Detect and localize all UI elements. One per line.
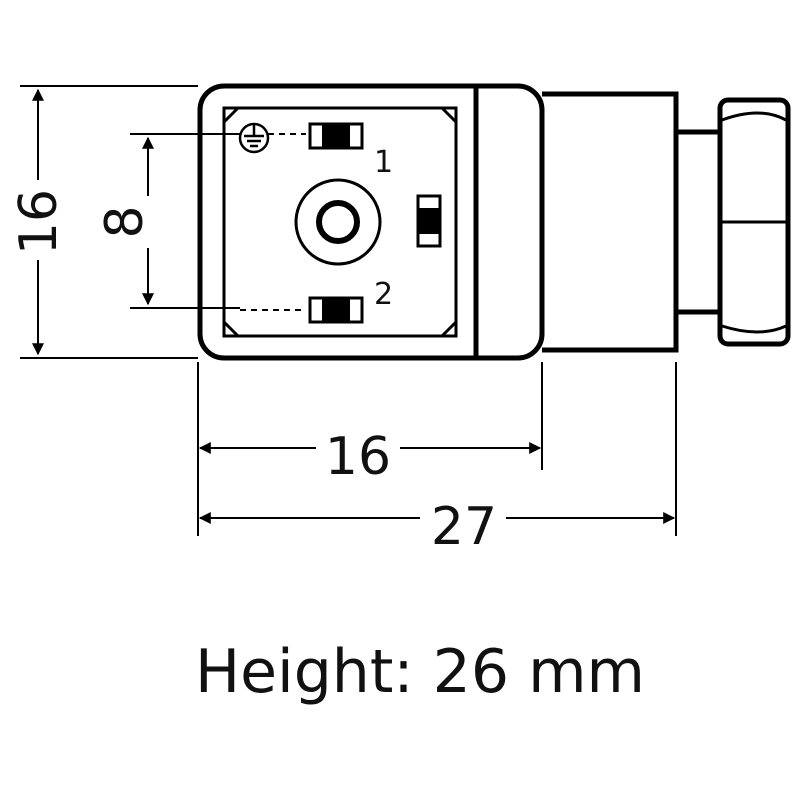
screw-outer [294,178,382,266]
corner-tr [440,106,458,124]
dim-label-body-width: 16 [325,427,391,487]
pin-contact-1 [308,122,364,150]
gland-neck [676,129,720,315]
corner-br [440,320,458,338]
corner-bl [222,320,240,338]
screw-inner [316,200,360,244]
dim-label-total-width: 27 [431,497,497,557]
dim-label-inner: 8 [95,205,155,238]
gland-section [542,91,679,353]
pin-contact-2 [308,296,364,324]
nut-facet-top [721,111,787,122]
gland-nut [717,97,791,347]
side-contact [416,194,442,248]
connector-body [197,83,545,361]
face-square [222,106,458,338]
corner-tl [222,106,240,124]
ground-icon [238,122,270,154]
pin-label-1: 1 [374,145,393,180]
pin-label-2: 2 [374,277,393,312]
height-caption: Height: 26 mm [195,637,645,707]
dim-label-height: 16 [9,189,69,255]
nut-facet-bottom [721,324,787,334]
